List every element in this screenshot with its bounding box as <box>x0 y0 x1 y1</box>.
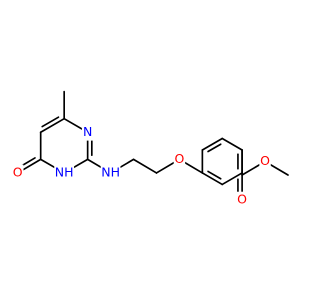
bond-benzene-double-a <box>207 143 222 153</box>
atom-nh-ring-bg <box>54 164 75 182</box>
molecule-group: N NH O NH O O O <box>11 90 289 209</box>
structure-canvas: N NH O NH O O O <box>11 90 289 209</box>
atom-nh-linker: NH <box>101 164 120 179</box>
bond-benzene-1 <box>201 137 224 151</box>
atom-o-carbonyl: O <box>237 192 247 207</box>
atom-o-ester: O <box>260 153 270 168</box>
atom-o-keto-bg <box>11 164 24 182</box>
atom-nh-ring: NH <box>55 164 74 179</box>
bond-benzene-4 <box>221 172 243 186</box>
bond-benzene-5 <box>201 172 224 186</box>
atom-o-ether: O <box>175 151 185 166</box>
bond-c5-c6-double <box>41 116 60 128</box>
atom-o-carbonyl-bg <box>236 191 248 209</box>
atom-o-keto: O <box>13 164 23 179</box>
atom-n1-bg <box>81 123 94 141</box>
molecule-structure-diagram: N NH O NH O O O <box>11 90 289 209</box>
bond-ch2a-ch2b <box>132 158 158 174</box>
atom-n1: N <box>83 124 92 139</box>
bond-benzene-2 <box>221 137 243 151</box>
atom-o-ester-bg <box>259 153 271 170</box>
atom-o-ether-bg <box>173 151 186 168</box>
atom-nh-linker-bg <box>100 164 121 182</box>
bond-benzene-double-c <box>207 170 222 180</box>
bond-c5-c6 <box>39 117 65 134</box>
